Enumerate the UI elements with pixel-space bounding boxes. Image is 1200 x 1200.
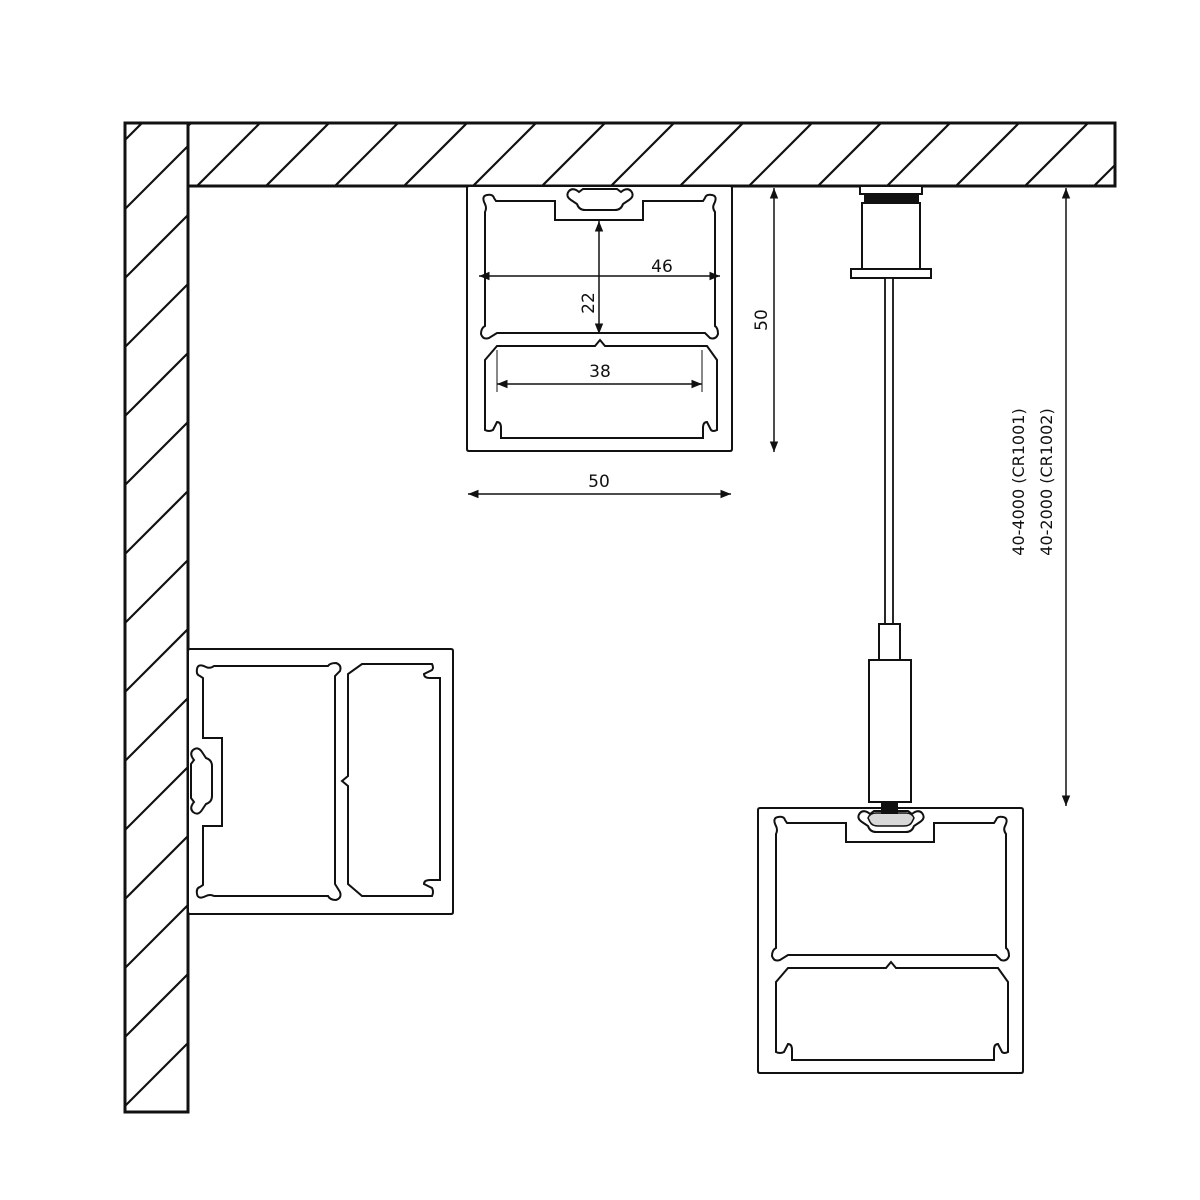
dim-profile-width: 50 [468, 472, 731, 499]
suspension-cable [884, 277, 894, 625]
suspension-kit [850, 185, 932, 814]
dim-upper-chamber-label: 22 [579, 292, 599, 314]
channel-nut [867, 812, 915, 827]
profile-surface-mounted: 46 22 38 [466, 185, 733, 452]
wall [123, 121, 190, 1114]
dim-suspension-length-label-2: 40-2000 (CR1002) [1037, 408, 1056, 555]
dim-suspension-length: 40-4000 (CR1001) 40-2000 (CR1002) [1009, 188, 1071, 806]
ceiling-slab [186, 121, 1117, 188]
profile-wall-mounted [187, 648, 454, 915]
dim-profile-height-label: 50 [752, 309, 772, 331]
ceiling-canopy [859, 185, 923, 195]
dim-inner-width-label: 46 [651, 257, 673, 277]
dim-profile-width-label: 50 [588, 472, 610, 492]
dim-profile-height: 50 [752, 188, 779, 452]
profile-suspended [757, 806, 1024, 1074]
cable-gripper [878, 623, 901, 661]
dim-diffuser-label: 38 [589, 362, 611, 382]
dim-suspension-length-label-1: 40-4000 (CR1001) [1009, 408, 1028, 555]
